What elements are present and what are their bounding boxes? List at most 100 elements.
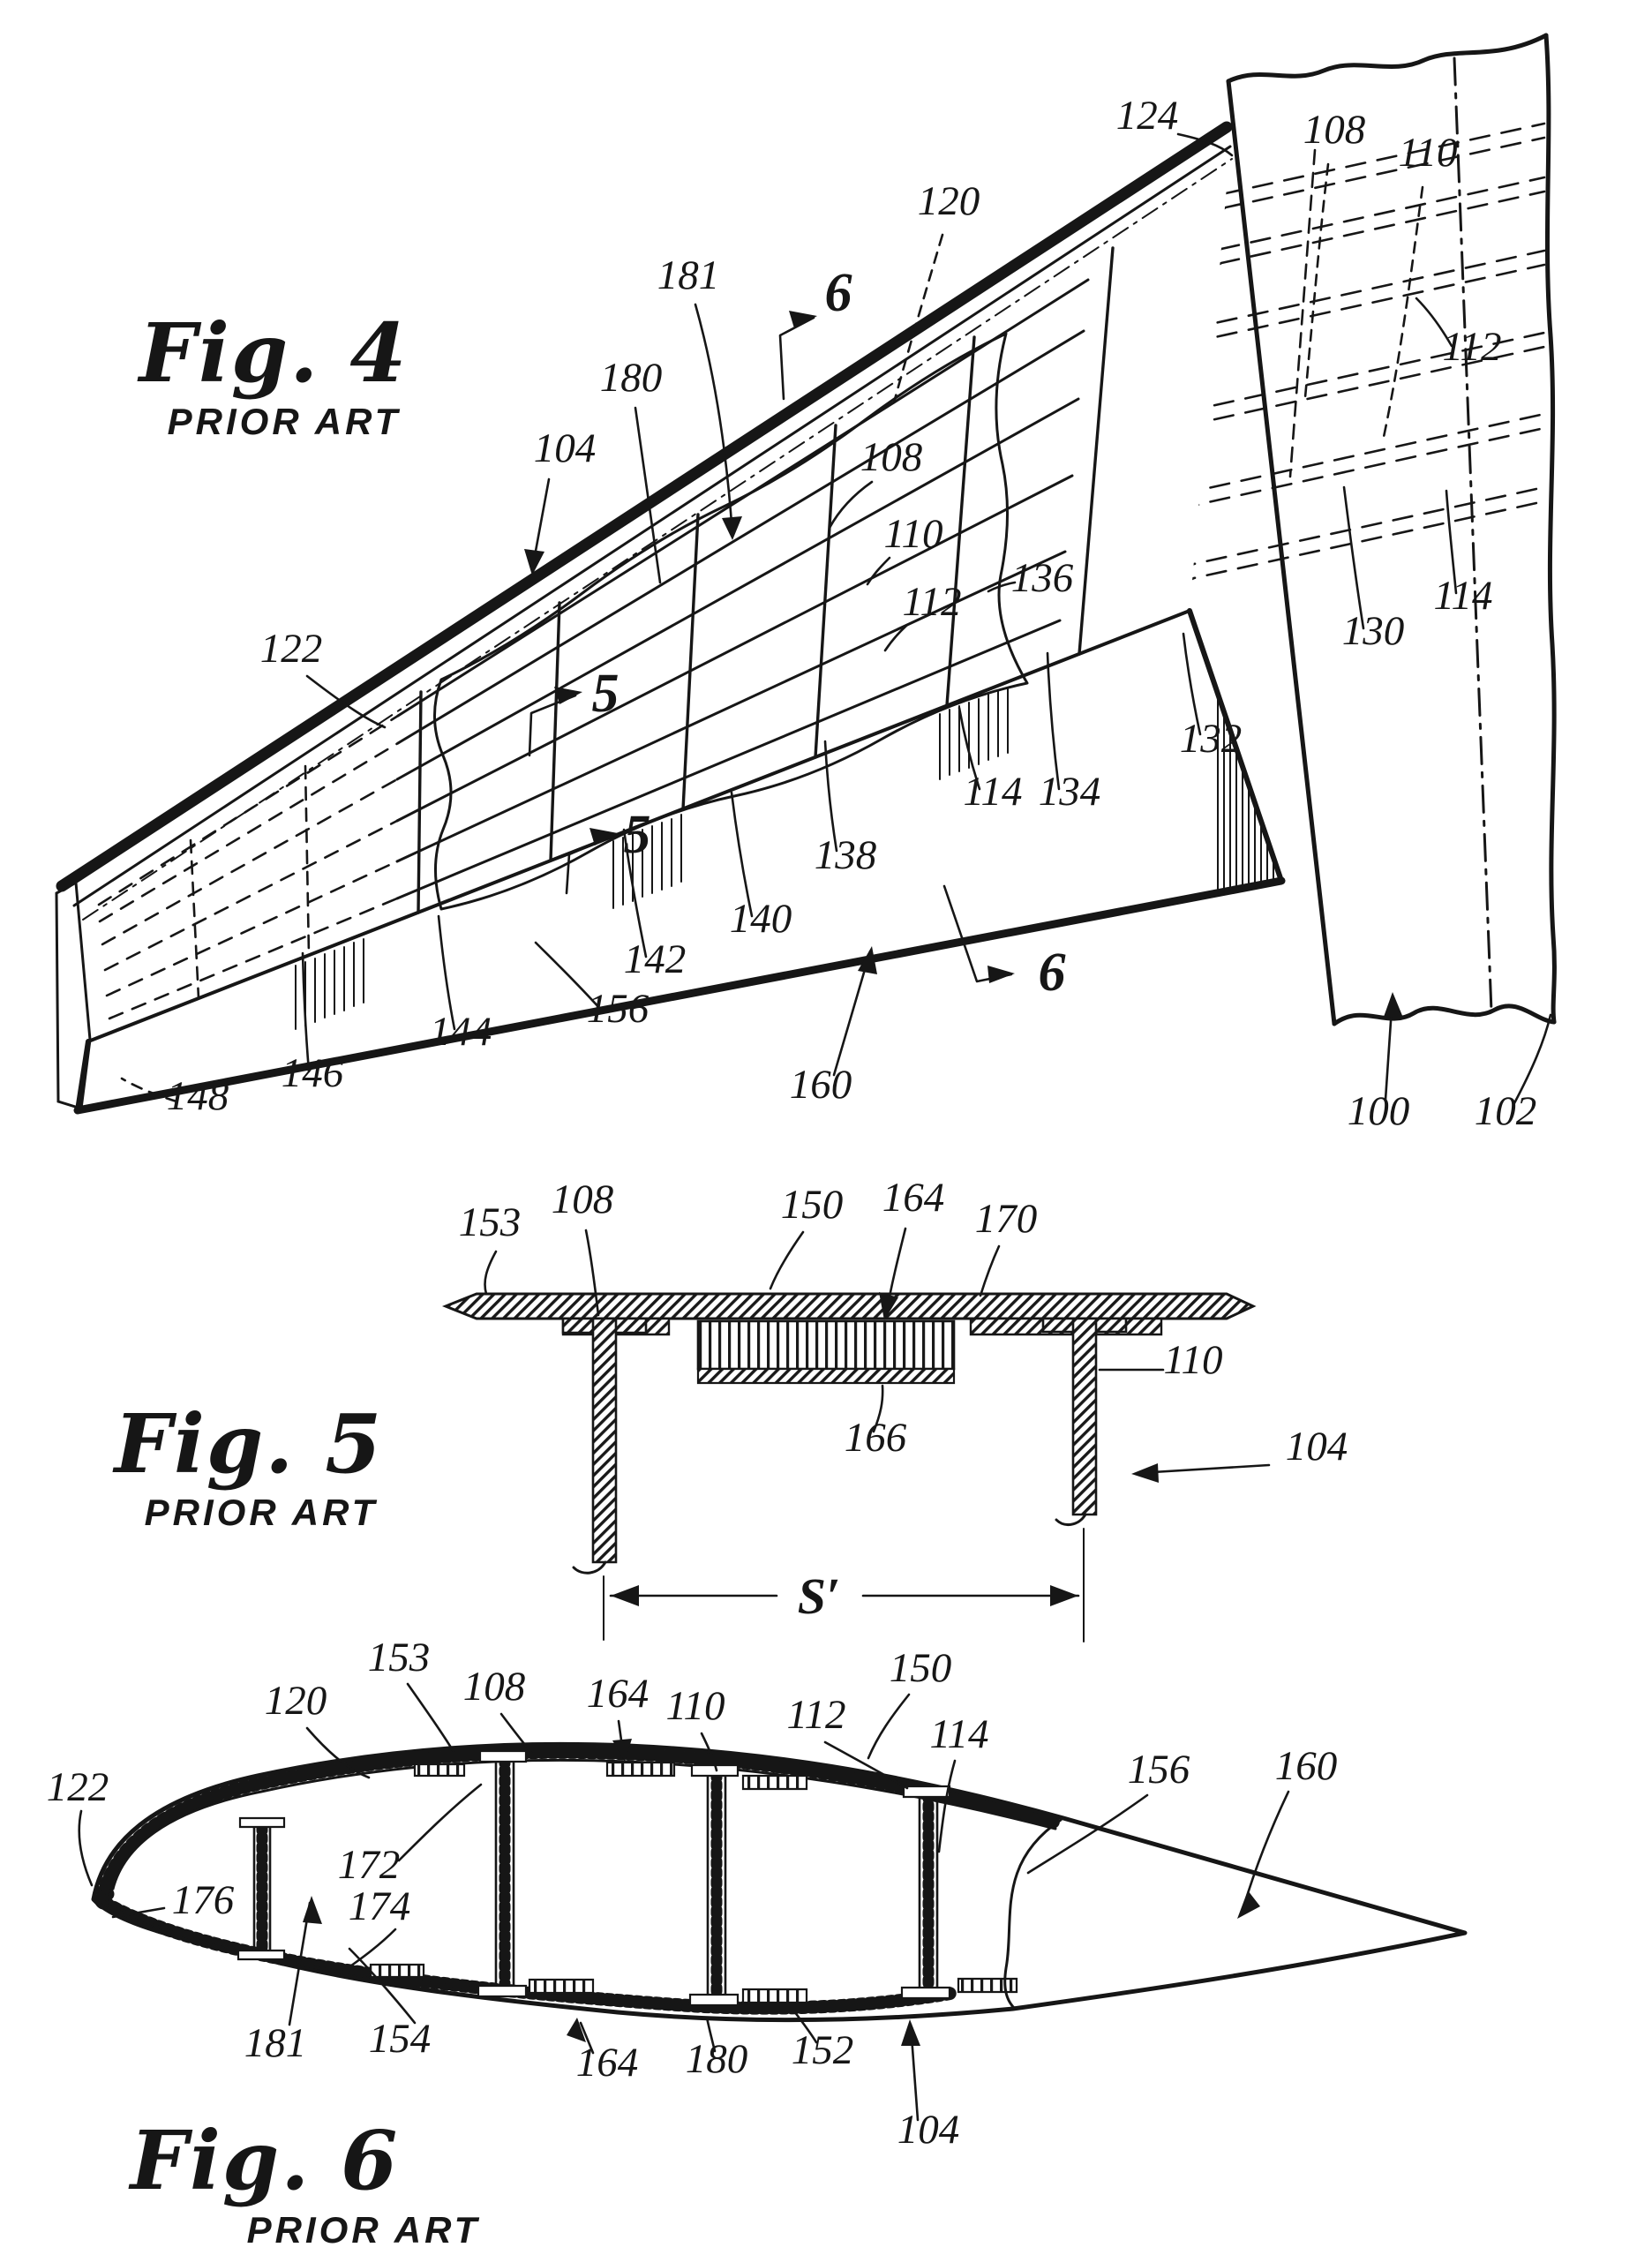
top-face-lower-edge — [86, 609, 1191, 1043]
fuselage-body — [1228, 35, 1554, 1024]
fig4-ref-160: 160 — [790, 1062, 852, 1108]
fig6-ref-112: 112 — [786, 1692, 845, 1738]
fig5-ref-104: 104 — [1286, 1424, 1348, 1470]
fig6-ref-172: 172 — [338, 1842, 401, 1888]
airfoil-body — [94, 1744, 1465, 2020]
fig4-ref-138: 138 — [815, 832, 877, 878]
fig6-ref-160: 160 — [1275, 1743, 1338, 1789]
right-stringer-section — [1041, 1317, 1128, 1516]
fig6-ref-164: 164 — [587, 1671, 650, 1717]
fig6-drawing — [78, 1682, 1468, 2122]
fig5-drawing — [441, 1227, 1271, 1642]
fig6-ref-104: 104 — [897, 2107, 960, 2153]
fig4-ref-110: 110 — [883, 511, 942, 557]
fig6-ref-154: 154 — [369, 2016, 432, 2062]
fig5-ref-110: 110 — [1163, 1337, 1222, 1383]
fig4-ref-146: 146 — [282, 1050, 344, 1096]
fig4-ref-130: 130 — [1342, 608, 1405, 654]
fig4-ref-112: 112 — [902, 579, 961, 625]
fig4-ref-120: 120 — [918, 178, 980, 224]
fig4-subcaption: PRIOR ART — [168, 401, 402, 442]
dimension-extension-lines — [603, 1528, 1085, 1642]
front-face-bottom-edge — [73, 876, 1286, 1115]
spar-flanges — [237, 1749, 951, 2007]
fig5-ref-166: 166 — [845, 1415, 907, 1461]
aft-skin-termination-curve — [1003, 1818, 1063, 2011]
upper-skin-pads — [413, 1761, 808, 1791]
fuselage-centerline — [1453, 56, 1493, 1013]
lower-skin-pads — [369, 1963, 1018, 2004]
fig4-ref-122: 122 — [260, 626, 323, 672]
fig4-ref-142: 142 — [624, 936, 687, 982]
fig5-caption: Fig. 5 — [112, 1396, 384, 1492]
fig4-ref-156: 156 — [587, 986, 650, 1032]
front-face-shading-ticks — [295, 687, 1009, 1030]
damping-patch-backing — [696, 1367, 956, 1385]
fig6-ref-156: 156 — [1128, 1747, 1190, 1793]
fig4-ref-181: 181 — [657, 252, 720, 298]
fig4-ref-104: 104 — [534, 425, 597, 471]
fig4-ref-112: 112 — [1442, 324, 1501, 370]
fig5-leader-lines — [484, 1227, 1271, 1475]
rib-lines — [417, 246, 1115, 914]
fig5-ref-108: 108 — [552, 1176, 614, 1222]
fig6-ref-152: 152 — [792, 2027, 854, 2073]
fig5-ref-164: 164 — [882, 1175, 945, 1221]
fuselage-top-break-edge — [1226, 33, 1549, 84]
fig6-ref-180: 180 — [686, 2036, 748, 2082]
wing-root-shading-ticks — [1217, 693, 1274, 894]
fig6-leader-lines — [78, 1682, 1290, 2122]
fig5-subcaption: PRIOR ART — [145, 1492, 379, 1533]
fig4-ref-110: 110 — [1398, 130, 1457, 176]
fig5-ref-150: 150 — [781, 1182, 844, 1228]
spar-web-edges — [252, 1756, 939, 2002]
fig4-ref-6: 6 — [1039, 943, 1066, 1003]
fig5-ref-153: 153 — [459, 1199, 522, 1245]
fig4-ref-140: 140 — [730, 896, 792, 942]
fig6-ref-114: 114 — [929, 1711, 988, 1757]
fig6-ref-164: 164 — [576, 2040, 639, 2086]
leading-edge-sparcap-line — [82, 158, 1233, 921]
wing-top-face — [74, 147, 1230, 1041]
fig4-leader-lines-dashed — [120, 162, 1424, 1103]
torn-skin-edges — [433, 332, 1029, 911]
skin-inner-line-nose — [104, 1887, 118, 1908]
fig4-ref-132: 132 — [1180, 716, 1243, 762]
fig6-subcaption: PRIOR ART — [247, 2209, 481, 2251]
leading-edge-band — [56, 121, 1233, 892]
fig4-caption: Fig. 4 — [137, 305, 409, 401]
fuselage-left-edge — [1226, 79, 1337, 1026]
airfoil-outline — [91, 1741, 1468, 2023]
fig6-ref-150: 150 — [890, 1645, 952, 1691]
stringer-feet-curls — [572, 1513, 1087, 1575]
rib-lines-hidden — [189, 764, 311, 1000]
fig4-drawing — [55, 33, 1557, 1115]
fig6-caption: Fig. 6 — [128, 2113, 400, 2208]
fig6-ref-153: 153 — [368, 1635, 431, 1680]
fig6-ref-174: 174 — [349, 1883, 411, 1929]
fig6-ref-108: 108 — [463, 1664, 526, 1710]
fig4-ref-144: 144 — [430, 1009, 492, 1055]
fig6-ref-181: 181 — [244, 2020, 307, 2066]
fig4-ref-108: 108 — [1303, 107, 1366, 153]
fig4-ref-5: 5 — [592, 664, 620, 724]
fig4-ref-180: 180 — [600, 355, 663, 401]
fig4-ref-100: 100 — [1348, 1088, 1410, 1134]
fig4-ref-134: 134 — [1039, 769, 1101, 815]
fig4-ref-114: 114 — [1433, 573, 1492, 619]
fig4-ref-6: 6 — [825, 263, 852, 323]
fuselage-bottom-break-edge — [1332, 1003, 1557, 1026]
fig5-ref-S′: S′ — [798, 1567, 841, 1625]
spar-hatch-cores — [256, 1754, 935, 2004]
fig4-ref-114: 114 — [963, 769, 1022, 815]
fig4-ref-5: 5 — [624, 805, 651, 865]
damping-patch-section — [696, 1319, 956, 1371]
stringer-lines-hidden-tip — [97, 714, 400, 1020]
wing-front-face — [78, 611, 1281, 1110]
left-stringer-section — [561, 1317, 648, 1564]
